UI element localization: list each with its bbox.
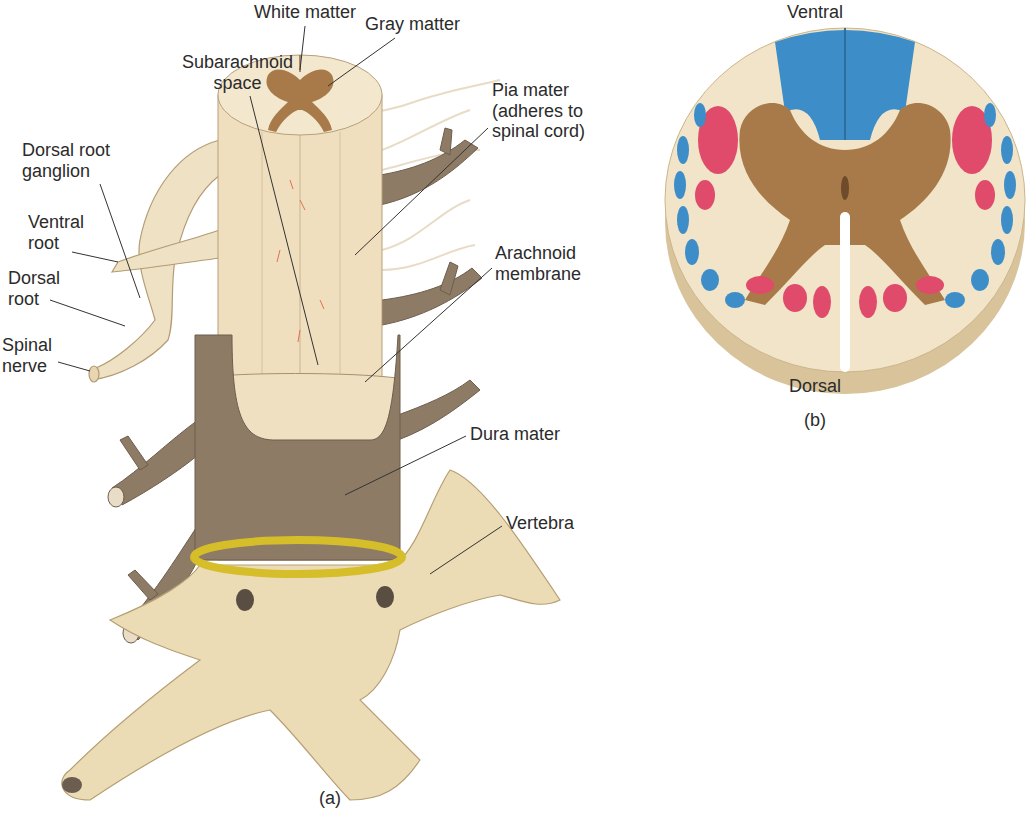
part-label: Ventral root — [28, 212, 100, 253]
figure-label: (b) — [790, 410, 840, 431]
cord-cross-section — [665, 28, 1025, 394]
part-label: Vertebra — [506, 513, 606, 534]
part-label: Dorsal root — [8, 268, 70, 309]
part-label: Arachnoid membrane — [495, 243, 607, 284]
figure-label: (a) — [305, 788, 355, 809]
leader-lines — [50, 26, 502, 574]
part-label: Subarachnoid space — [180, 52, 295, 93]
part-label: Pia mater (adheres to spinal cord) — [492, 80, 610, 142]
part-label: Spinal nerve — [2, 335, 64, 376]
part-label: White matter — [245, 2, 365, 23]
orientation-label: Dorsal — [765, 376, 865, 397]
meninges — [194, 335, 402, 574]
part-label: Gray matter — [355, 14, 470, 35]
orientation-label: Ventral — [765, 2, 865, 23]
part-label: Dorsal root ganglion — [22, 140, 152, 181]
part-label: Dura mater — [470, 424, 590, 445]
